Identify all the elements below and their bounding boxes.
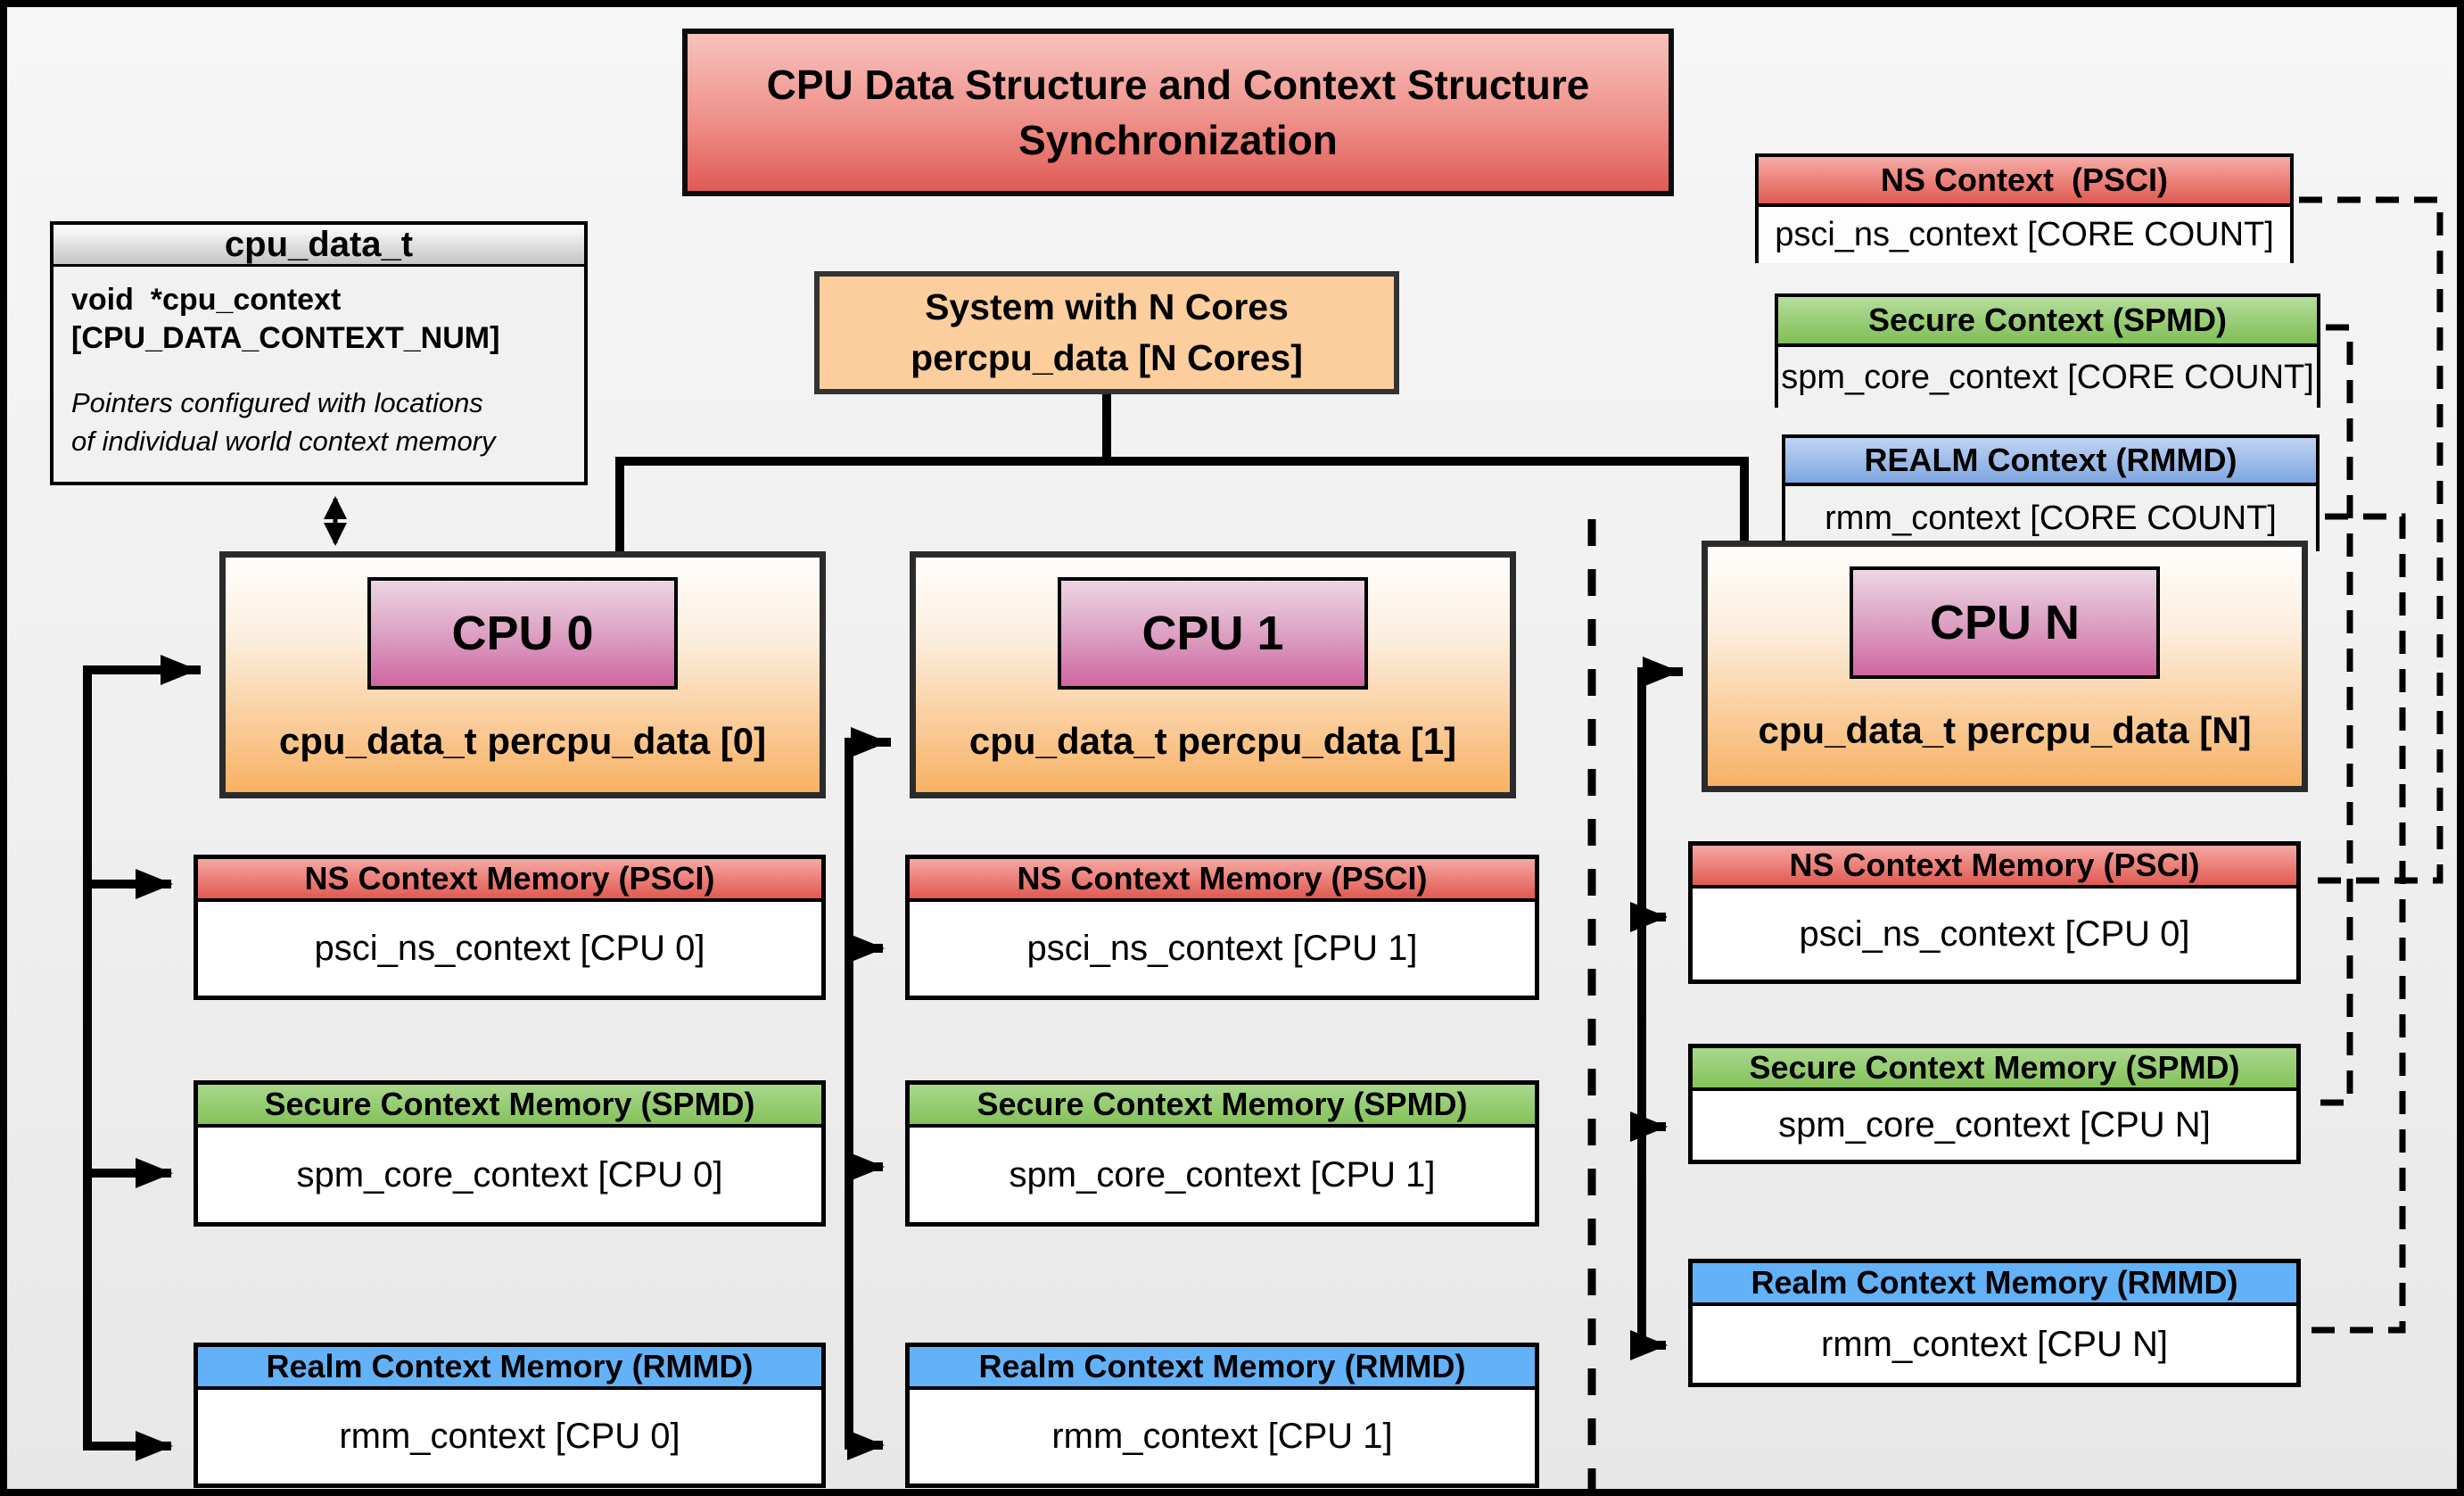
- cpun-data-label: cpu_data_t percpu_data [N]: [1758, 709, 2252, 751]
- cpu0-box: CPU 0 cpu_data_t percpu_data [0]: [219, 551, 826, 798]
- cpun-realm-context-memory: Realm Context Memory (RMMD) rmm_context …: [1688, 1259, 2301, 1387]
- legend-secure-body: spm_core_context [CORE COUNT]: [1778, 347, 2317, 408]
- legend-realm-header: REALM Context (RMMD): [1785, 438, 2316, 486]
- struct-note-line2: of individual world context memory: [71, 426, 496, 458]
- cpu0-realm-context-memory: Realm Context Memory (RMMD) rmm_context …: [194, 1343, 826, 1488]
- legend-ns-header: NS Context (PSCI): [1759, 157, 2290, 207]
- cpu0-chip: CPU 0: [367, 577, 678, 690]
- legend-realm-context: REALM Context (RMMD) rmm_context [CORE C…: [1782, 434, 2320, 551]
- cpu1-ns-body: psci_ns_context [CPU 1]: [910, 902, 1535, 996]
- cpu0-data-label: cpu_data_t percpu_data [0]: [278, 720, 767, 762]
- cpun-chip: CPU N: [1850, 566, 2160, 679]
- cpu0-ns-body: psci_ns_context [CPU 0]: [198, 902, 821, 996]
- cpun-realm-body: rmm_context [CPU N]: [1693, 1306, 2296, 1383]
- legend-realm-dashed-link: [2306, 513, 2406, 1334]
- system-box: System with N Cores percpu_data [N Cores…: [814, 271, 1399, 394]
- cpu0-realm-header: Realm Context Memory (RMMD): [198, 1347, 821, 1390]
- cpu1-ns-header: NS Context Memory (PSCI): [910, 859, 1535, 902]
- cpu1-ns-context-memory: NS Context Memory (PSCI) psci_ns_context…: [905, 855, 1539, 1000]
- system-branch-line: [615, 390, 1749, 559]
- cpu1-chip: CPU 1: [1058, 577, 1368, 690]
- legend-realm-body: rmm_context [CORE COUNT]: [1785, 486, 2316, 551]
- cpu1-secure-header: Secure Context Memory (SPMD): [910, 1085, 1535, 1128]
- cpu0-secure-context-memory: Secure Context Memory (SPMD) spm_core_co…: [194, 1080, 826, 1227]
- cpu0-ns-context-memory: NS Context Memory (PSCI) psci_ns_context…: [194, 855, 826, 1000]
- struct-body: void *cpu_context [CPU_DATA_CONTEXT_NUM]…: [54, 267, 584, 475]
- struct-header: cpu_data_t: [54, 225, 584, 267]
- cpu0-realm-body: rmm_context [CPU 0]: [198, 1390, 821, 1484]
- legend-ns-context: NS Context (PSCI) psci_ns_context [CORE …: [1755, 153, 2294, 263]
- cpu1-box: CPU 1 cpu_data_t percpu_data [1]: [910, 551, 1516, 798]
- legend-secure-header: Secure Context (SPMD): [1778, 297, 2317, 347]
- cpu1-realm-body: rmm_context [CPU 1]: [910, 1390, 1535, 1484]
- cpu1-spine: [845, 727, 891, 1450]
- cpun-spine: [1637, 657, 1683, 1350]
- cpu1-realm-context-memory: Realm Context Memory (RMMD) rmm_context …: [905, 1343, 1539, 1488]
- cpun-ns-body: psci_ns_context [CPU 0]: [1693, 889, 2296, 979]
- struct-field-line2: [CPU_DATA_CONTEXT_NUM]: [71, 320, 500, 355]
- legend-secure-dashed-link: [2306, 324, 2353, 1106]
- cpu1-secure-body: spm_core_context [CPU 1]: [910, 1128, 1535, 1222]
- cpu0-secure-body: spm_core_context [CPU 0]: [198, 1128, 821, 1222]
- cpu1-data-label: cpu_data_t percpu_data [1]: [968, 720, 1457, 762]
- struct-note-line1: Pointers configured with locations: [71, 387, 483, 418]
- cpun-box: CPU N cpu_data_t percpu_data [N]: [1702, 541, 2308, 792]
- legend-ns-dashed-link: [2299, 196, 2443, 884]
- cpun-secure-header: Secure Context Memory (SPMD): [1693, 1048, 2296, 1091]
- cpu0-spine: [83, 655, 201, 1451]
- cpu-data-t-struct-box: cpu_data_t void *cpu_context [CPU_DATA_C…: [50, 221, 588, 485]
- system-line1: System with N Cores: [925, 285, 1289, 327]
- cpun-secure-body: spm_core_context [CPU N]: [1693, 1091, 2296, 1160]
- cpu1-secure-context-memory: Secure Context Memory (SPMD) spm_core_co…: [905, 1080, 1539, 1227]
- struct-field-line1: void *cpu_context: [71, 283, 342, 317]
- system-line2: percpu_data [N Cores]: [911, 337, 1303, 378]
- cpun-realm-header: Realm Context Memory (RMMD): [1693, 1263, 2296, 1306]
- diagram-title: CPU Data Structure and Context Structure…: [682, 29, 1674, 196]
- cpun-ns-header: NS Context Memory (PSCI): [1693, 846, 2296, 889]
- cpu0-ns-header: NS Context Memory (PSCI): [198, 859, 821, 902]
- legend-secure-context: Secure Context (SPMD) spm_core_context […: [1775, 293, 2320, 408]
- cpun-secure-context-memory: Secure Context Memory (SPMD) spm_core_co…: [1688, 1044, 2301, 1164]
- cpu1-realm-header: Realm Context Memory (RMMD): [910, 1347, 1535, 1390]
- cpu0-secure-header: Secure Context Memory (SPMD): [198, 1085, 821, 1128]
- connector-layer: [83, 196, 2443, 1489]
- cpun-ns-context-memory: NS Context Memory (PSCI) psci_ns_context…: [1688, 841, 2301, 984]
- legend-ns-body: psci_ns_context [CORE COUNT]: [1759, 207, 2290, 263]
